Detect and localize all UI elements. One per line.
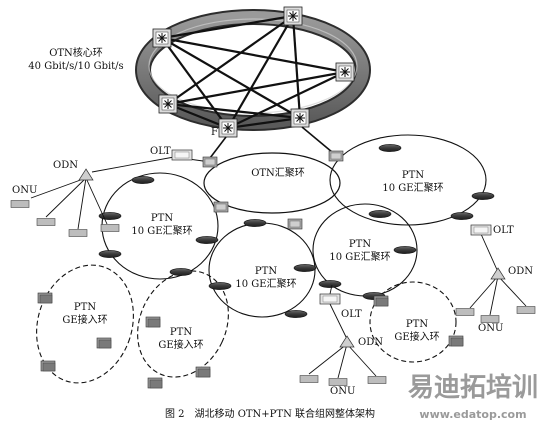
otn-core-node: [152, 28, 172, 48]
onu-device: [367, 376, 387, 384]
ptn-access-right-line1: PTN: [406, 319, 428, 330]
ptn-access-left-line1: PTN: [74, 302, 96, 313]
onu-label: ONU: [330, 386, 355, 397]
core-ring-title: OTN核心环: [49, 46, 103, 59]
onu-device: [299, 375, 319, 383]
odn-label: ODN: [53, 160, 78, 171]
odn-splitter: [78, 168, 94, 181]
ptn-agg-upper-right-line2: 10 GE汇聚环: [382, 181, 443, 194]
figure-caption: 图 2 湖北移动 OTN+PTN 联合组网整体架构: [165, 407, 375, 420]
ptn-agg-right-line2: 10 GE汇聚环: [329, 250, 390, 263]
onu-device: [36, 218, 56, 226]
ptn-access-center-line2: GE接入环: [158, 338, 203, 351]
onu-device: [100, 224, 120, 232]
ring-junction-node: [287, 218, 303, 230]
ptn-access-ring-left: [36, 264, 134, 384]
ptn-agg-center-line1: PTN: [255, 266, 277, 277]
otn-core-node: [158, 94, 178, 114]
onu-device: [10, 200, 30, 208]
core-agg-links: [209, 126, 333, 159]
olt-device: [171, 149, 193, 161]
onu-device: [328, 378, 348, 386]
ptn-agg-right-line1: PTN: [349, 239, 371, 250]
ring-junction-node: [213, 201, 229, 213]
onu-device: [516, 306, 536, 314]
pon-group-left: [30, 156, 204, 230]
otn-core-node: [283, 6, 303, 26]
ptn-agg-upper-right-line1: PTN: [402, 170, 424, 181]
olt-label: OLT: [493, 225, 514, 236]
ptn-access-center-line1: PTN: [170, 327, 192, 338]
otn-core-node: [335, 62, 355, 82]
onu-device: [455, 308, 475, 316]
ring-junction-node: [328, 150, 344, 162]
otn-aggregation-ring: [203, 152, 341, 214]
odn-label: ODN: [508, 266, 533, 277]
ptn-agg-ring-upper-right: [329, 134, 487, 226]
olt-device: [319, 293, 341, 305]
pon-group-right: [469, 233, 527, 316]
onu-device: [480, 315, 500, 323]
odn-splitter: [339, 335, 355, 348]
ptn-access-ring-right: [369, 281, 457, 363]
olt-label: OLT: [150, 146, 171, 157]
odn-label: ODN: [358, 337, 383, 348]
ptn-agg-center-line2: 10 GE汇聚环: [235, 277, 296, 290]
onu-label: ONU: [12, 185, 37, 196]
pon-group-center: [308, 284, 377, 379]
otn-core-node: [290, 108, 310, 128]
ptn-access-left-line2: GE接入环: [62, 313, 107, 326]
watermark: 易迪拓培训 www.edatop.com: [408, 373, 538, 421]
olt-label: OLT: [341, 309, 362, 320]
ptn-access-right-line2: GE接入环: [394, 330, 439, 343]
odn-splitter: [490, 267, 506, 280]
ptn-agg-left-line2: 10 GE汇聚环: [131, 224, 192, 237]
watermark-text: 易迪拓培训: [408, 373, 538, 403]
onu-device: [68, 229, 88, 237]
ring-junction-node: [202, 156, 218, 168]
otn-core-node: [218, 118, 238, 138]
ptn-access-ring-center: [137, 270, 229, 378]
otn-core-ring: [135, 9, 371, 131]
f-label: F: [211, 127, 218, 138]
onu-label: ONU: [478, 323, 503, 334]
ptn-agg-left-line1: PTN: [151, 213, 173, 224]
core-ring-speed: 40 Gbit/s/10 Gbit/s: [28, 61, 123, 72]
olt-device: [470, 224, 492, 236]
otn-agg-ring-label: OTN汇聚环: [251, 166, 305, 179]
otn-core-mesh-links: [161, 14, 346, 130]
watermark-url: www.edatop.com: [419, 408, 526, 421]
